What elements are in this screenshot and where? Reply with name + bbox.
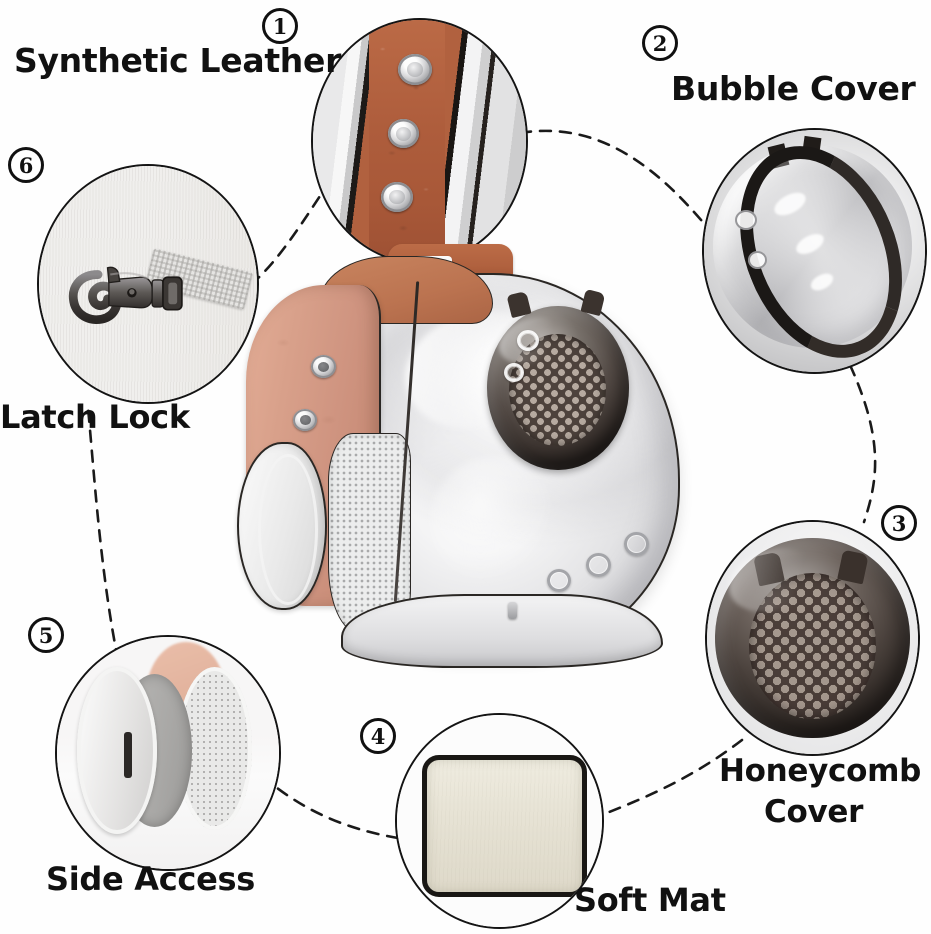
feature-number-4: 4 [360,718,396,754]
vent-ring-icon [547,569,571,593]
feature-number-6: 6 [8,147,44,183]
vent-ring-icon [504,363,524,383]
feature-label-3-line1: Honeycomb [719,753,922,789]
feature-label-4: Soft Mat [574,881,726,919]
connector-5-to-6 [86,406,120,662]
honeycomb-closeup-image [707,522,918,754]
feature-number-5: 5 [28,617,64,653]
zipper-pull-icon [508,602,518,620]
feature-detail-2-bubble-cover [702,128,927,374]
feature-detail-4-soft-mat [395,713,604,929]
honeycomb-mesh-icon [749,573,876,720]
feature-label-1: Synthetic Leather [14,41,342,80]
grommet-icon [381,182,414,213]
connector-1-to-2 [518,129,718,240]
feature-number-1: 1 [262,8,298,44]
grommet-icon [387,119,419,149]
connector-2-to-3 [848,363,877,524]
feature-label-5: Side Access [46,860,255,898]
feature-number-3: 3 [881,505,917,541]
side-access-pocket [237,441,328,611]
feature-detail-6-latch-lock [37,164,259,404]
feature-detail-3-honeycomb-cover [705,520,920,756]
swivel-latch-clasp-icon [69,266,184,324]
bubble-cover-closeup-image [704,130,925,372]
soft-mat-closeup-image [397,715,602,927]
soft-mat-icon [421,755,588,897]
product-hero-image [237,243,680,669]
eyelet-icon [293,408,318,431]
feature-detail-5-side-access [55,635,281,871]
carrier-base [340,594,663,669]
feature-label-2: Bubble Cover [671,69,916,108]
connector-4-to-5 [260,774,400,840]
side-access-closeup-image [57,637,279,869]
vent-hole-icon [748,251,768,269]
side-flap-icon [76,667,157,835]
vent-ring-icon [624,532,650,557]
feature-number-2: 2 [642,25,678,61]
vent-ring-icon [585,552,611,577]
latch-lock-closeup-image [39,166,257,402]
feature-label-6: Latch Lock [0,398,190,436]
honeycomb-cover-dome [486,288,629,471]
vent-hole-icon [734,209,757,230]
feature-detail-1-synthetic-leather [311,18,528,264]
grommet-icon [398,53,433,85]
feature-label-3-line2: Cover [764,794,864,830]
eyelet-icon [310,355,336,379]
vent-ring-icon [516,330,539,352]
zipper-pull-icon [123,732,132,779]
leather-closeup-image [313,20,526,262]
